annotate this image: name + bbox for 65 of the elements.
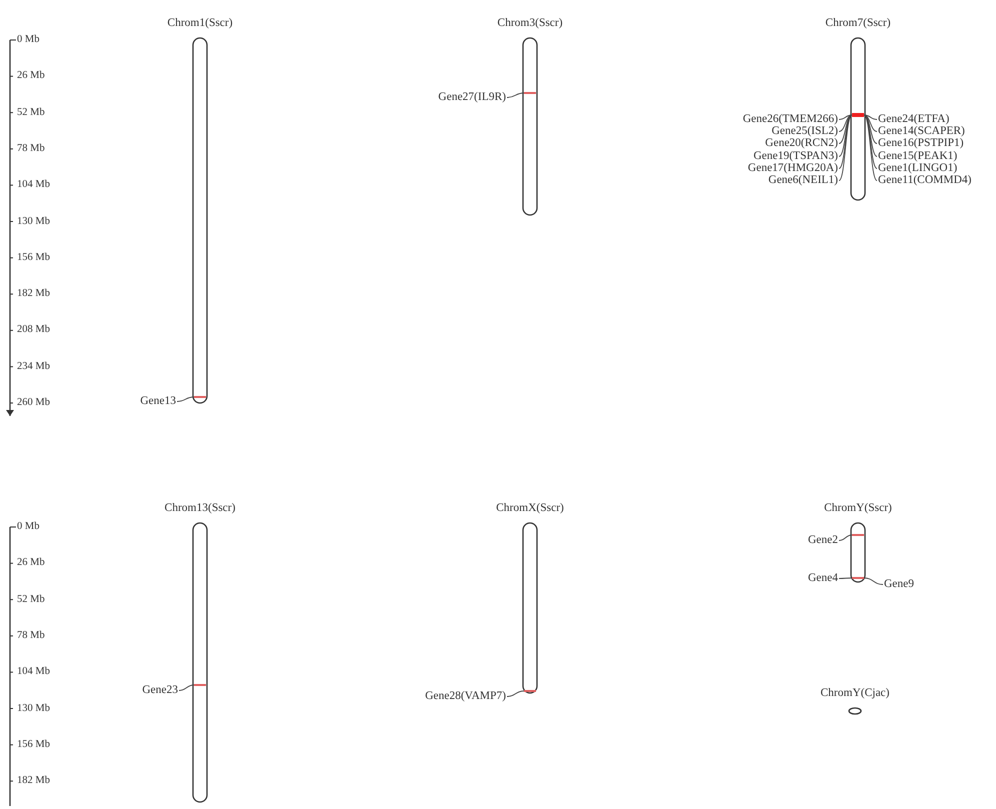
gene-label: Gene11(COMMD4) <box>878 174 972 187</box>
gene-label: Gene24(ETFA) <box>878 113 950 126</box>
gene-label: Gene1(LINGO1) <box>878 162 958 175</box>
scale-label: 260 Mb <box>17 396 50 409</box>
scale-label: 78 Mb <box>17 142 45 155</box>
scale-label: 52 Mb <box>17 592 45 606</box>
gene-label: Gene25(ISL2) <box>772 125 838 138</box>
gene-label: Gene4 <box>808 572 838 585</box>
scale-label: 52 Mb <box>17 106 45 119</box>
leader-line <box>864 578 884 585</box>
leader-line <box>506 92 524 98</box>
leader-line <box>838 578 852 579</box>
scale-label: 104 Mb <box>17 178 50 192</box>
chromosome-title: ChromY(Sscr) <box>824 502 892 515</box>
leader-line <box>864 114 878 144</box>
scale-label: 0 Mb <box>17 33 40 46</box>
gene-label: Gene20(RCN2) <box>765 137 838 150</box>
gene-label: Gene2 <box>808 534 838 547</box>
gene-locus-band <box>852 113 864 117</box>
gene-label: Gene17(HMG20A) <box>748 162 838 175</box>
leader-line <box>838 114 852 181</box>
gene-label: Gene13 <box>140 395 176 408</box>
leader-line <box>864 114 878 169</box>
chromosome-title: Chrom13(Sscr) <box>164 502 236 515</box>
chromosome-title: ChromY(Cjac) <box>820 687 890 700</box>
gene-label: Gene26(TMEM266) <box>742 113 838 126</box>
gene-label: Gene16(PSTPIP1) <box>878 137 964 150</box>
leader-line <box>838 114 852 132</box>
scale-label: 234 Mb <box>17 360 50 373</box>
scale-label: 182 Mb <box>17 287 50 300</box>
leader-line <box>864 114 878 132</box>
scale-label: 130 Mb <box>17 214 50 228</box>
gene-label: Gene6(NEIL1) <box>768 174 838 187</box>
leader-line <box>838 534 852 541</box>
chromosome-title: Chrom7(Sscr) <box>825 17 891 30</box>
leader-line <box>864 114 878 120</box>
leader-line <box>506 690 524 697</box>
leader-line <box>176 396 194 402</box>
scale-label: 78 Mb <box>17 628 45 642</box>
scale-label: 26 Mb <box>17 556 45 570</box>
chromosome-title: Chrom1(Sscr) <box>167 17 233 30</box>
leader-line <box>178 684 194 691</box>
leader-line <box>838 114 852 120</box>
chromosome-title: ChromX(Sscr) <box>496 502 564 515</box>
gene-label: Gene14(SCAPER) <box>878 125 965 138</box>
leader-line <box>838 114 852 169</box>
leader-line <box>838 114 852 144</box>
leader-line <box>864 114 878 181</box>
scale-label: 104 Mb <box>17 665 50 678</box>
leader-line <box>864 114 878 157</box>
gene-label: Gene15(PEAK1) <box>878 150 958 163</box>
scale-label: 130 Mb <box>17 702 50 714</box>
scale-label: 182 Mb <box>17 774 50 788</box>
scale-label: 0 Mb <box>17 520 40 533</box>
scale-label: 156 Mb <box>17 738 50 751</box>
gene-label: Gene23 <box>142 684 178 697</box>
leader-line <box>838 114 852 157</box>
scale-label: 208 Mb <box>17 323 50 336</box>
gene-label: Gene27(IL9R) <box>438 91 506 104</box>
gene-label: Gene19(TSPAN3) <box>753 150 838 163</box>
gene-label: Gene9 <box>884 578 914 591</box>
gene-label: Gene28(VAMP7) <box>425 690 506 703</box>
scale-label: 156 Mb <box>17 250 50 264</box>
chromosome-title: Chrom3(Sscr) <box>497 17 563 30</box>
scale-label: 26 Mb <box>17 69 45 82</box>
